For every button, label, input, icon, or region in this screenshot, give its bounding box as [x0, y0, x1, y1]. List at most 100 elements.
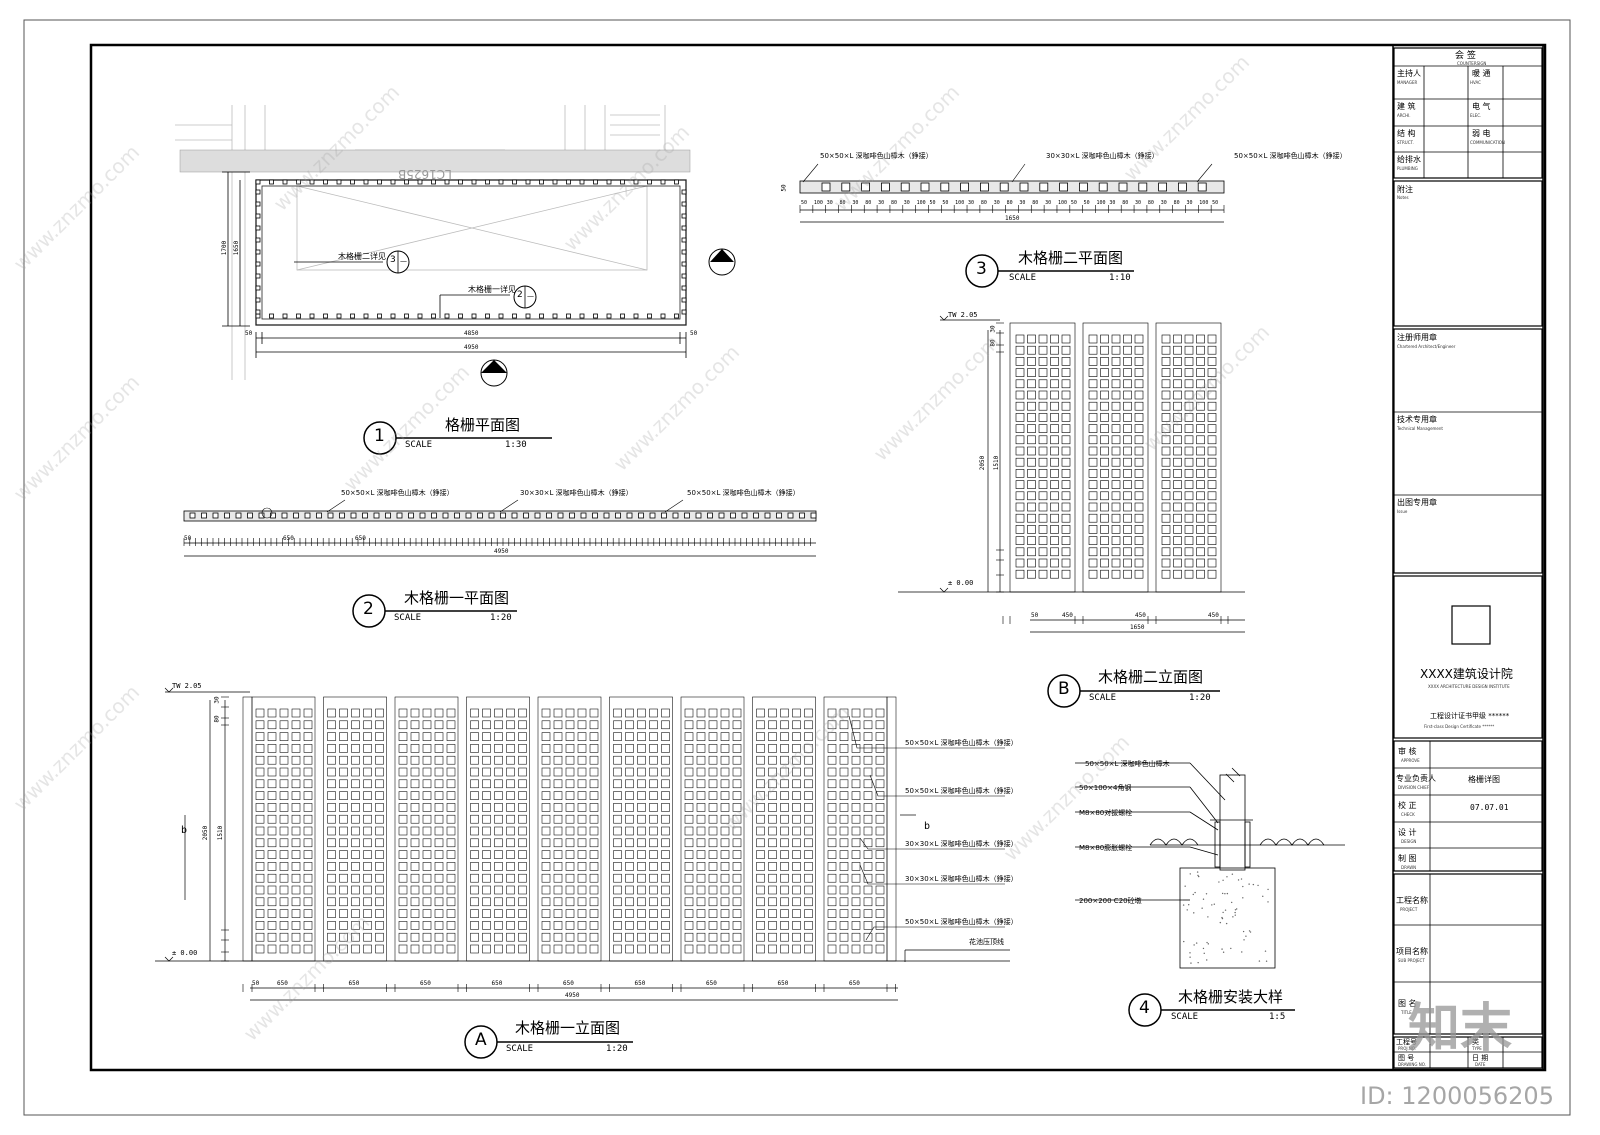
- grille-2-elev-cell: [1061, 334, 1071, 344]
- grille-2-elev-cell: [1038, 390, 1048, 400]
- grille-1-elev-cell: [339, 932, 348, 942]
- grille-2-plan-dim-label: 80: [1147, 200, 1154, 206]
- grille-1-elev-cell: [327, 944, 336, 954]
- grille-1-plan-bar: [626, 512, 633, 519]
- grille-1-elev-cell: [625, 909, 634, 918]
- grille-1-elev-cell: [792, 909, 801, 918]
- grille-1-elev-cell: [804, 767, 813, 777]
- grille-1-elev-cell: [780, 720, 789, 730]
- grille-1-elev-cell: [780, 909, 789, 918]
- grille-2-elev-cell: [1173, 480, 1182, 489]
- grille-2-elev-cell: [1015, 547, 1025, 557]
- plan-post: [681, 273, 687, 279]
- grille-2-elev-cell: [1038, 480, 1048, 489]
- grille-2-elev-cell: [1207, 390, 1217, 400]
- tb-approve: 审 核: [1398, 747, 1417, 756]
- tb-stamp3: 出图专用章: [1397, 498, 1437, 507]
- grille-1-elev-cell: [494, 897, 503, 907]
- grille-1-elev-cell: [863, 803, 873, 812]
- grille-1-elev-cell: [434, 932, 444, 942]
- grille-2-elev-cell: [1111, 480, 1121, 489]
- grille-2-elev-cell: [1123, 558, 1132, 568]
- grille-2-elev-cell: [1038, 334, 1048, 344]
- grille-1-plan-bar: [569, 512, 575, 519]
- grille-1-elev-cell: [684, 850, 694, 859]
- grille-1-elev-cell: [518, 932, 527, 942]
- grille-1-elev-cell: [851, 755, 861, 765]
- grille-1-elev-cell: [827, 826, 837, 836]
- grille-1-plan-bar: [270, 512, 276, 519]
- grille-1-elev-cell: [303, 932, 313, 942]
- grille-1-elev-cell: [839, 744, 849, 753]
- grille-1-elev-cell: [267, 755, 277, 765]
- grille-2-elev-cell: [1173, 424, 1182, 433]
- plan-post: [458, 179, 463, 185]
- grille-2-elev-cell: [1161, 345, 1171, 355]
- grille-2-elev-cell: [1038, 469, 1048, 478]
- grille-1-plan-bar: [408, 512, 414, 519]
- grille-1-elev-cell: [863, 873, 873, 883]
- grille-1-elev-cell: [518, 803, 527, 812]
- grille-2-elev-cell: [1015, 446, 1025, 456]
- plan-post: [296, 179, 301, 185]
- grille-1-elev-cell: [375, 814, 384, 824]
- grille-2-elev-cell: [1184, 558, 1194, 568]
- grille-2-elev-cell: [1015, 368, 1025, 377]
- grille-1-elev-cell: [553, 885, 563, 895]
- grille-1-elev-cell: [398, 732, 408, 741]
- grille-1-elev-cell: [804, 873, 813, 883]
- grille-1-elev-cell: [589, 885, 599, 895]
- tb-countersign-role: 主持人: [1397, 69, 1421, 78]
- grille-1-elev-cell: [589, 755, 599, 765]
- grille-2-elev-cell: [1027, 502, 1036, 512]
- grille-1-elev-cell: [410, 838, 420, 848]
- grille-1-elev-cell: [541, 732, 551, 741]
- grille-1-elev-cell: [422, 932, 432, 942]
- grille-2-elev-cell: [1161, 525, 1171, 534]
- grille-1-elev-cell: [863, 921, 873, 930]
- grille-1-elev-cell: [637, 779, 646, 789]
- grille-1-elev-cell: [339, 873, 348, 883]
- grille-1-elev-cell: [482, 767, 491, 777]
- tb-design-en: DESIGN: [1401, 839, 1417, 844]
- grille-2-plan-dim-label: 80: [865, 200, 872, 206]
- grille-1-elev-cell: [851, 862, 861, 871]
- grille-1-elev-cell: [470, 873, 479, 883]
- grille-2-elev-cell: [1088, 558, 1098, 568]
- grille-1-elev-cell: [422, 732, 432, 741]
- grille-2-plan-dim-label: 30: [826, 200, 833, 206]
- concrete-aggregate: [1224, 893, 1226, 895]
- grille-2-elev-cell: [1196, 536, 1205, 545]
- grille-1-elev-cell: [637, 755, 646, 765]
- grille-2-elev-cell: [1173, 525, 1182, 534]
- grille-1-elev-cell: [768, 779, 777, 789]
- grille-2-elev-cell: [1061, 547, 1071, 557]
- grille-1-elev-cell: [398, 944, 408, 954]
- grille-1-elev-cell: [482, 732, 491, 741]
- grille-1-plan-bar: [707, 512, 713, 519]
- grille-2-elev-cell: [1161, 547, 1171, 557]
- grille-1-elev-cell: [649, 909, 658, 918]
- grille-1-elev-cell: [494, 803, 503, 812]
- grille-2-elev-cell: [1123, 334, 1132, 344]
- grille-1-elev-cell: [649, 826, 658, 836]
- grille-2-plan-bar: [1079, 182, 1088, 192]
- grille-2-elev-cell: [1207, 424, 1217, 433]
- grille-2-elev-cell: [1088, 401, 1098, 411]
- grille-1-elev-cell: [839, 885, 849, 895]
- tb-subproject: 项目名称: [1396, 947, 1428, 956]
- grille-2-elev-cell: [1111, 435, 1121, 445]
- grille-1-elev-cell: [375, 732, 384, 741]
- plan-ref-sub-1: —: [400, 257, 407, 265]
- grille-2-elev-cell: [1207, 368, 1217, 377]
- grille-1-elev-cell: [696, 732, 706, 741]
- grille-1-elev-leader: [848, 715, 1005, 749]
- grille-2-elev-cell: [1184, 457, 1194, 467]
- grille-1-elev-cell: [291, 838, 301, 848]
- grille-1-elev-cell: [756, 791, 765, 800]
- tb-chief-val: 格栅详图: [1468, 775, 1500, 784]
- title-4-num: 4: [1139, 998, 1150, 1018]
- grille-1-elev-cell: [565, 720, 575, 730]
- grille-2-elev-cell: [1196, 525, 1205, 534]
- grille-1-elev-cell: [255, 932, 265, 942]
